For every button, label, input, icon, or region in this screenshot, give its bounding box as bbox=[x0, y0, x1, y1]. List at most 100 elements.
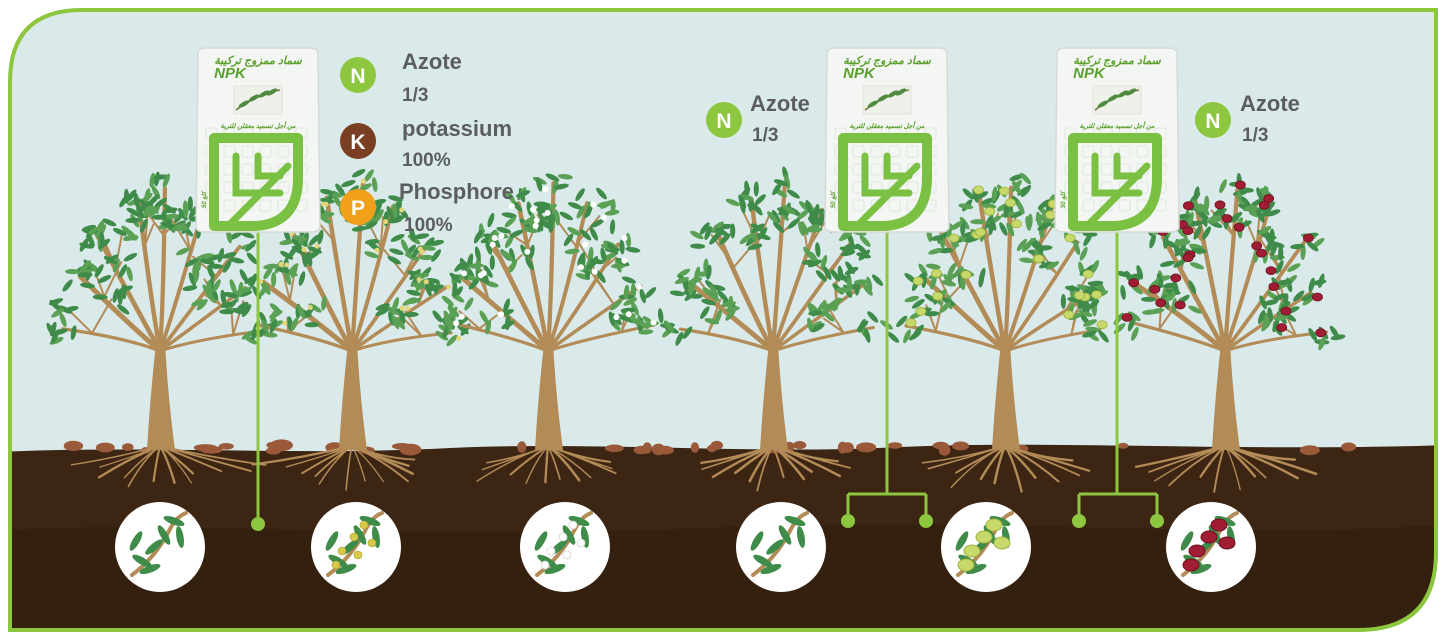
stage-detail-circle bbox=[311, 502, 401, 592]
bag-weight: 50 كلغ bbox=[1060, 189, 1067, 208]
leaf bbox=[262, 332, 278, 338]
leaf bbox=[845, 244, 860, 250]
leaf bbox=[699, 222, 710, 235]
flower-bud bbox=[314, 243, 320, 249]
leaf bbox=[526, 201, 533, 217]
leaf bbox=[952, 266, 964, 279]
leaf bbox=[217, 247, 225, 263]
pebbles bbox=[63, 439, 1357, 456]
pebble bbox=[200, 446, 223, 454]
flower bbox=[625, 311, 632, 318]
green-olive bbox=[973, 185, 984, 195]
leaf bbox=[896, 315, 908, 328]
ripe-olive bbox=[1315, 328, 1327, 338]
leaf bbox=[1016, 238, 1027, 252]
leaf bbox=[63, 305, 79, 313]
leaf bbox=[1258, 225, 1272, 236]
leaf bbox=[607, 242, 619, 255]
leaf bbox=[223, 291, 238, 298]
bag-pattern bbox=[241, 163, 254, 176]
ripe-olive bbox=[1128, 278, 1140, 288]
pebble bbox=[95, 442, 115, 453]
leaf bbox=[97, 275, 112, 284]
leaf bbox=[501, 212, 517, 219]
leaf bbox=[815, 242, 821, 258]
detail-flower bbox=[568, 520, 578, 530]
leaf bbox=[151, 214, 167, 220]
leaf bbox=[505, 190, 516, 203]
leaf bbox=[657, 308, 664, 324]
leaf bbox=[751, 223, 765, 234]
leaf bbox=[1159, 260, 1175, 267]
leaf bbox=[596, 187, 607, 200]
flower-bud bbox=[446, 284, 452, 290]
olive-tree bbox=[46, 171, 284, 488]
leaf bbox=[1251, 198, 1265, 207]
leaf bbox=[1174, 238, 1189, 245]
detail-flower bbox=[576, 538, 586, 548]
pebble bbox=[122, 443, 134, 451]
detail-ripe-olive bbox=[1218, 536, 1236, 550]
leaf bbox=[1201, 212, 1208, 227]
detail-leaf bbox=[163, 515, 185, 527]
bag-pattern bbox=[1100, 145, 1113, 158]
twig bbox=[934, 300, 944, 332]
flower bbox=[530, 206, 536, 213]
leaf bbox=[508, 259, 518, 273]
leaf bbox=[102, 218, 117, 227]
leaf bbox=[858, 318, 866, 333]
bag-brand: NPK bbox=[843, 65, 876, 82]
leaf bbox=[1270, 241, 1285, 248]
pebble bbox=[218, 443, 234, 450]
leaf bbox=[207, 265, 215, 280]
ripe-olive bbox=[1265, 266, 1277, 276]
flower-bud bbox=[282, 320, 288, 326]
leaf bbox=[154, 197, 167, 208]
leaf bbox=[867, 311, 879, 323]
leaf bbox=[400, 239, 409, 254]
leaf bbox=[473, 229, 483, 244]
connector-dot bbox=[919, 514, 933, 528]
detail-leaf bbox=[766, 539, 784, 555]
leaf bbox=[545, 173, 560, 182]
tree-trunk bbox=[760, 343, 788, 450]
pebble bbox=[517, 441, 527, 453]
leaf bbox=[1244, 207, 1260, 213]
leaf bbox=[1045, 261, 1060, 270]
pebble bbox=[837, 441, 848, 454]
leaf bbox=[387, 255, 402, 265]
bag-leaf bbox=[1125, 88, 1137, 96]
leaf bbox=[1037, 222, 1052, 231]
leaf bbox=[188, 272, 196, 287]
leaf bbox=[820, 254, 828, 270]
leaf bbox=[1037, 199, 1051, 210]
flower-bud bbox=[399, 207, 405, 213]
leaf bbox=[809, 208, 825, 215]
pebble bbox=[690, 442, 700, 453]
green-olive bbox=[1064, 233, 1076, 243]
leaf bbox=[816, 300, 827, 314]
leaf bbox=[364, 251, 379, 259]
leaf bbox=[419, 254, 435, 261]
leaf bbox=[1172, 280, 1179, 295]
leaf bbox=[387, 217, 403, 224]
bag-leaf bbox=[1117, 90, 1129, 98]
bag-leaf bbox=[266, 88, 278, 96]
pebble bbox=[938, 444, 951, 456]
leaf bbox=[930, 235, 946, 241]
detail-flower bbox=[540, 560, 550, 570]
flower bbox=[532, 222, 539, 229]
leaf bbox=[625, 232, 632, 248]
bag-brand: NPK bbox=[214, 65, 247, 82]
leaf bbox=[287, 263, 299, 276]
bag-leaf bbox=[867, 100, 879, 108]
bag-pattern bbox=[1136, 145, 1149, 158]
leaf bbox=[807, 317, 814, 333]
leaf bbox=[51, 308, 64, 318]
tree-leaves bbox=[660, 166, 893, 346]
bag-tagline: من أجل تسميد معقلن للتربة bbox=[220, 121, 296, 130]
connector-dot bbox=[841, 514, 855, 528]
twig bbox=[596, 256, 618, 275]
leaf bbox=[709, 284, 719, 298]
